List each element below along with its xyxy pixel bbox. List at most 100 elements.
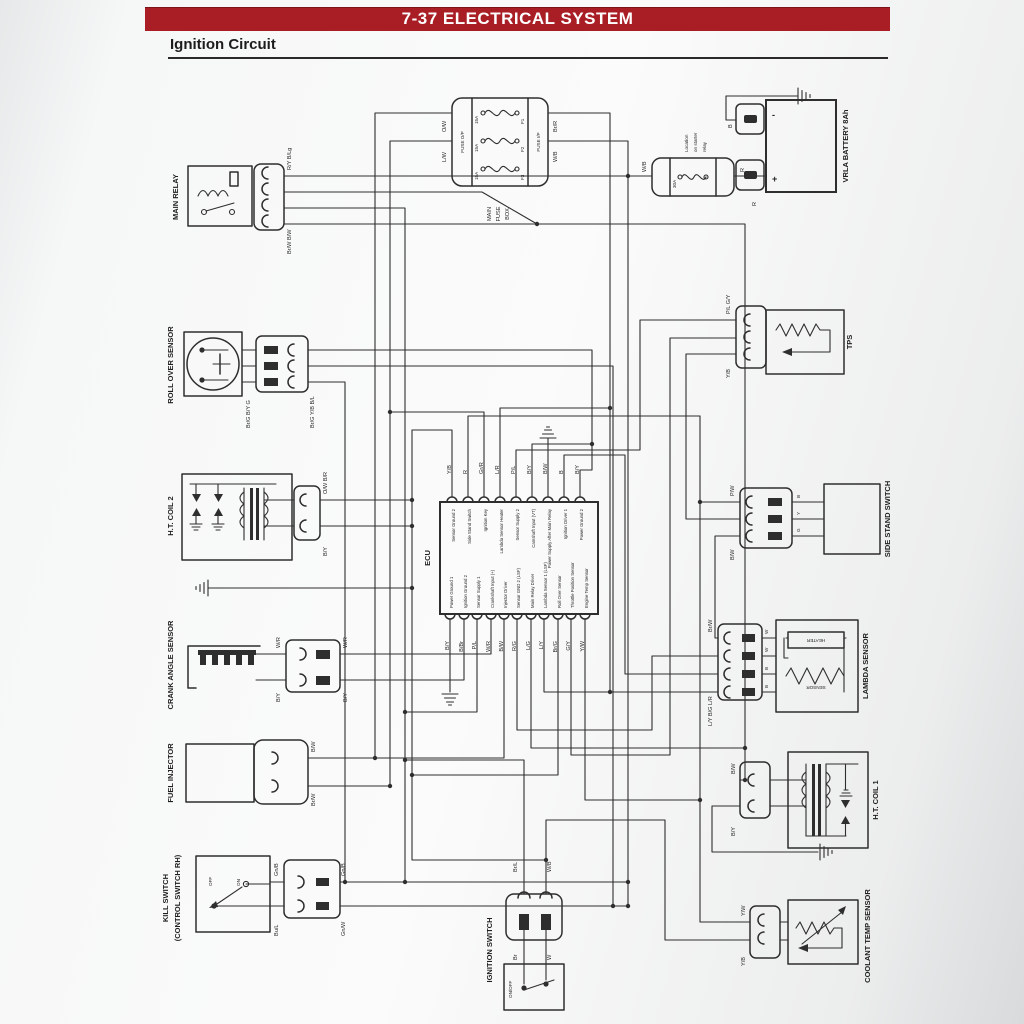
tps-wire-top: P/L G/Y [726, 294, 732, 314]
lambda-wire-lb: L/Y B/G L/R [708, 696, 714, 726]
ecu-top-wire-1: Y/B [447, 465, 453, 474]
ecu-bot-fn-11: Engine Temp Sensor [584, 568, 589, 608]
ecu-top-wire-7: B/W [543, 463, 549, 474]
ecu-label: ECU [423, 550, 432, 566]
starter-fuse-note-2: on starter [693, 132, 698, 152]
fuse-rating-1: 15A [474, 115, 479, 124]
kill-switch-label-1: KILL SWITCH [161, 874, 170, 922]
ht-coil-1: H.T. COIL 1 B/W B/Y [731, 751, 880, 849]
ecu-top-fn-8: Ignition Driver 1 [563, 508, 568, 539]
ecu-bot-fn-4: Crankshaft Input (+) [490, 569, 495, 608]
starter-fuse-note-1: Location [684, 134, 689, 152]
ecu-bot-wire-6: R/G [512, 641, 518, 651]
fuse-rating-2: 15A [474, 143, 479, 152]
lambda-wire-m3: B [764, 667, 769, 670]
starter-relay-fuse: 30A Location on starter relay W/B R [642, 132, 746, 197]
section-title: Ignition Circuit [170, 36, 276, 53]
ecu-top-fn-2: Side Stand Switch [467, 508, 472, 543]
fuse-wire-rt: Br/R [553, 121, 559, 132]
ecu-top-fn-5: Sensor Supply 2 [515, 508, 520, 540]
battery-minus: - [772, 110, 775, 120]
ecu-top-wire-9: B/Y [575, 465, 581, 474]
fuse-elements [480, 109, 520, 173]
crank-wire-tr: W/R [343, 637, 349, 648]
ground-icon [819, 843, 833, 861]
kill-wire-bottom: Bu/L [274, 924, 280, 936]
starter-fuse-wire-left: W/B [642, 161, 648, 172]
coolant-temp-sensor: COOLANT TEMP SENSOR Y/W Y/B [741, 889, 872, 983]
kill-wire-right-bottom: Gn/W [341, 921, 347, 936]
junction-dots [342, 173, 748, 909]
ecu-top-wire-4: L/R [495, 465, 501, 474]
kill-switch-off: OFF [208, 877, 213, 886]
battery-plus: + [772, 174, 777, 184]
ht-coil-2-wire-top: O/W B/R [323, 472, 329, 494]
side-stand-label: SIDE STAND SWITCH [883, 481, 892, 558]
fuse-id-2: F2 [520, 146, 525, 152]
kill-wire-top: Gn/B [274, 863, 280, 876]
main-fuse-box: FUSE O/P FUSE I/P 15A 15A 15A F1 F2 F3 M… [442, 97, 559, 221]
ecu-top-wire-3: Gr/R [479, 462, 485, 474]
ecu-bot-wire-8: L/Y [539, 641, 545, 650]
side-stand-wire-lm: B/W [730, 549, 736, 560]
ignition-wire-br: W [547, 954, 553, 960]
lambda-heater-label: HEATER [806, 638, 825, 643]
ht-coil-1-label: H.T. COIL 1 [871, 780, 880, 819]
ecu-bot-wire-9: Br/G [553, 641, 559, 653]
side-stand-wire-rm: Y [796, 512, 801, 515]
coolant-wire-bottom: Y/B [741, 957, 747, 966]
roll-over-sensor: ROLL OVER SENSOR Br/G B/Y G Br/G Y/B B/L [166, 326, 316, 428]
battery: - + VRLA BATTERY 8Ah B R [728, 99, 850, 206]
side-stand-wire-rb: G [796, 528, 801, 532]
starter-fuse-wire-right: R [740, 168, 746, 172]
injector-wire-bottom: Br/W [311, 793, 317, 806]
ht-coil-2-label: H.T. COIL 2 [166, 496, 175, 535]
ecu-bot-wire-3: P/L [472, 641, 478, 649]
lambda-wire-lt: Br/W [708, 619, 714, 632]
tps: TPS P/L G/Y Y/B [726, 294, 854, 378]
ignition-onoff: ON/OFF [508, 980, 513, 998]
crank-wire-tl: W/R [276, 637, 282, 648]
ecu-top-wire-8: B [559, 470, 565, 474]
ignition-switch-label: IGNITION SWITCH [485, 918, 494, 983]
coolant-wire-top: Y/W [741, 905, 747, 916]
injector-wire-top: B/W [311, 741, 317, 752]
lambda-sensor: HEATER SENSOR LAMBDA SENSOR Br/W L/Y B/G… [708, 619, 870, 726]
main-relay-label: MAIN RELAY [171, 174, 180, 220]
lambda-wire-m4: B [764, 685, 769, 688]
lambda-wire-m1: W [764, 629, 769, 634]
ground-icon [797, 87, 811, 105]
main-relay: MAIN RELAY R/Y B/Lg Br/W B/W [171, 148, 293, 254]
page-title: 7-37 ELECTRICAL SYSTEM [401, 9, 634, 28]
fuse-box-word-3: BOX [505, 208, 511, 220]
ecu-top-fn-7: Power Supply After Main Relay [547, 508, 552, 568]
ecu-bot-wire-11: Y/W [580, 640, 586, 651]
ht-coil-2-wire-bottom: B/Y [323, 547, 329, 556]
kill-wire-right-top: Gn/B [341, 863, 347, 876]
fuse-box-word-1: MAIN [487, 207, 493, 221]
fuse-rating-3: 15A [474, 171, 479, 180]
ecu-bot-wire-4: W/R [486, 641, 492, 652]
ecu-top-wire-6: B/Y [527, 465, 533, 474]
ecu: ECU Y/B Sensor Ground 2 R Side Stand Swi… [423, 462, 599, 653]
fuse-id-3: F3 [520, 174, 525, 180]
roll-over-label: ROLL OVER SENSOR [166, 326, 175, 404]
crank-wire-bl: B/Y [276, 693, 282, 702]
ht-coil-1-wire-top: B/W [731, 763, 737, 774]
starter-fuse-note-3: relay [702, 141, 707, 152]
fuse-out-label: FUSE O/P [460, 131, 465, 152]
roll-over-wire-left: Br/G B/Y G [246, 400, 252, 428]
ecu-bot-fn-9: Roll Over Sensor [557, 575, 562, 608]
ecu-bot-wire-7: L/G [526, 641, 532, 650]
ecu-bot-wire-5: B/W [499, 640, 505, 651]
kill-switch-on: ON [236, 879, 241, 886]
lambda-wire-m2: W [764, 647, 769, 652]
battery-label: VRLA BATTERY 8Ah [841, 109, 850, 182]
ecu-top-fn-3: Ignition Key [483, 508, 488, 531]
fuse-wire-lt: O/W [442, 120, 448, 132]
fuse-wire-rb: W/B [553, 151, 559, 162]
ecu-bot-fn-6: Sensor GND 2 (LSF) [516, 568, 521, 608]
ecu-top-fn-4: Lambda Sensor Heater [499, 508, 504, 553]
ecu-bot-fn-7: Main Relay Driver [530, 573, 535, 608]
